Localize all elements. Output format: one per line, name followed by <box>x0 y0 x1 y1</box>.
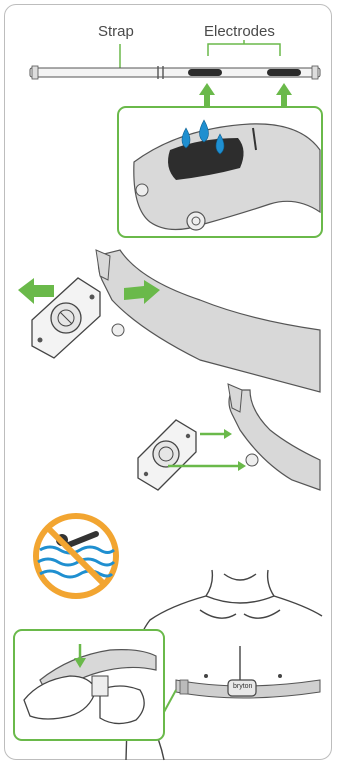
brand-label: bryton <box>233 683 252 690</box>
clip-pod-step <box>138 384 320 490</box>
electrode-right <box>267 69 301 76</box>
attach-pod-step <box>32 250 320 392</box>
no-swimming-icon <box>36 516 116 596</box>
arrow-up-icon <box>199 83 292 106</box>
electrode-left <box>188 69 222 76</box>
strap-diagram <box>30 40 320 79</box>
moisten-electrodes-panel <box>118 107 322 237</box>
buckle-inset <box>14 630 176 740</box>
